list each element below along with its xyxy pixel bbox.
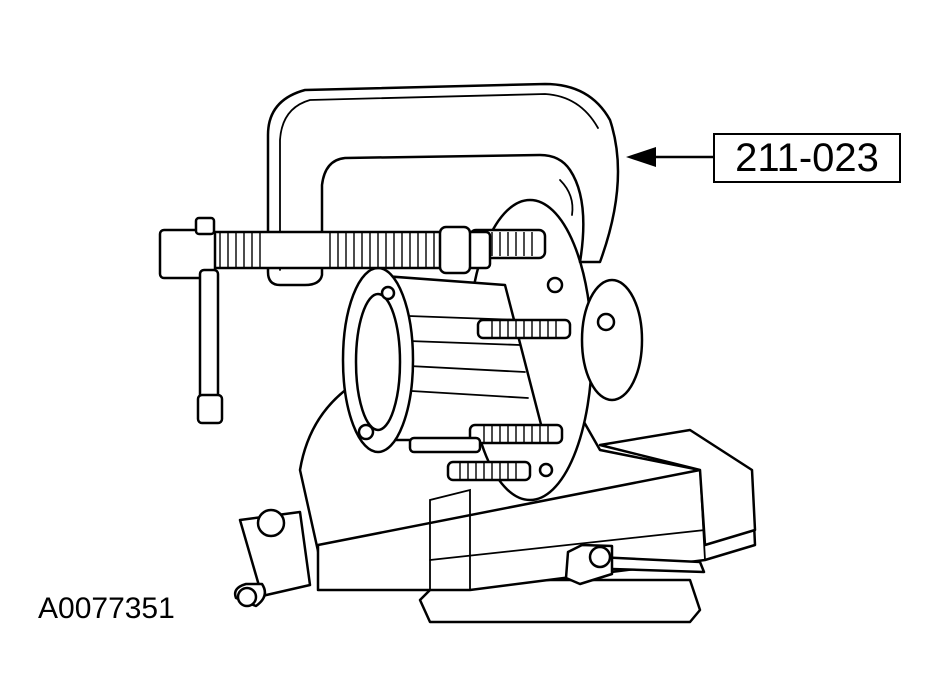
wheel-hub [341, 198, 644, 502]
figure-id: A0077351 [38, 592, 175, 625]
tool-number-label: 211-023 [713, 133, 901, 183]
forcing-screw [158, 216, 492, 425]
c-frame-press [266, 82, 620, 287]
callout-arrow [626, 147, 713, 167]
